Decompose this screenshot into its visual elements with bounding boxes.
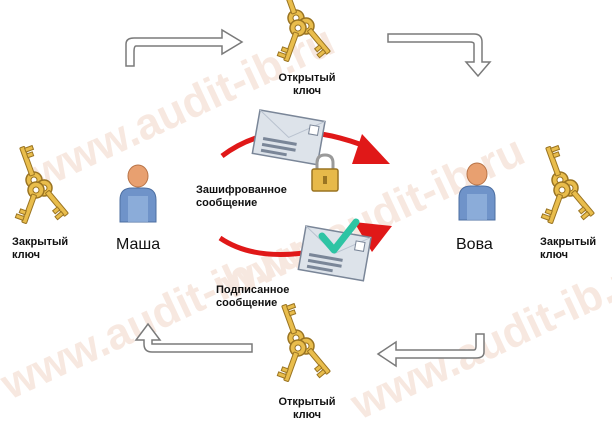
encrypted-message-line1: Зашифрованное	[196, 184, 287, 196]
signed-message-line2: сообщение	[216, 297, 278, 309]
encrypted-envelope	[251, 109, 326, 166]
private-key-right-line1: Закрытый	[540, 236, 597, 248]
checkmark-icon	[318, 218, 360, 254]
public-key-top-label: Открытый ключ	[276, 72, 338, 98]
encrypted-message-line2: сообщение	[196, 197, 258, 209]
flow-arrow-top-right	[387, 33, 492, 78]
public-key-top-line2: ключ	[293, 85, 321, 97]
signed-message-line1: Подписанное	[216, 284, 290, 296]
private-key-right-icon	[541, 144, 599, 226]
encrypted-message-label: Зашифрованное сообщение	[196, 184, 287, 210]
user-masha-label: Маша	[116, 236, 161, 253]
private-key-left-label: Закрытый ключ	[12, 236, 68, 262]
private-key-right-label: Закрытый ключ	[540, 236, 596, 262]
signed-message-label: Подписанное сообщение	[216, 284, 289, 310]
public-key-bottom-icon	[277, 302, 335, 384]
public-key-bottom-line2: ключ	[293, 409, 321, 421]
flow-arrow-top-left	[125, 28, 244, 67]
public-key-bottom-line1: Открытый	[278, 396, 336, 408]
person-masha-icon	[119, 164, 157, 223]
public-key-top-line1: Открытый	[278, 72, 336, 84]
public-key-bottom-label: Открытый ключ	[276, 396, 338, 422]
flow-arrow-bottom-right	[376, 333, 485, 368]
user-vova-label: Вова	[456, 236, 493, 253]
private-key-left-line2: ключ	[12, 249, 40, 261]
private-key-left-line1: Закрытый	[12, 236, 69, 248]
private-key-right-line2: ключ	[540, 249, 568, 261]
lock-icon	[311, 153, 339, 192]
flow-arrow-bottom-left	[134, 322, 253, 353]
